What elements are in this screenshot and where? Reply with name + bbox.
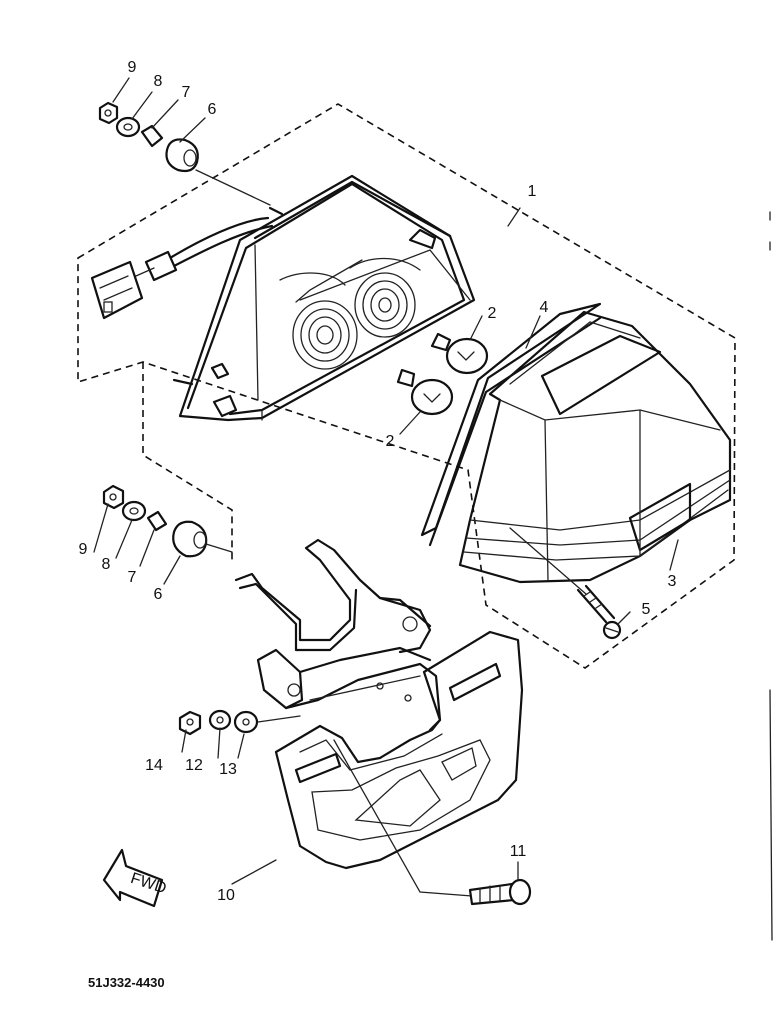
callout-8-upper: 8 xyxy=(154,73,163,90)
callout-14: 14 xyxy=(145,757,163,774)
callout-2-upper: 2 xyxy=(488,305,497,322)
bolt-11 xyxy=(333,739,532,906)
callout-7-lower: 7 xyxy=(128,569,137,586)
tail-light-lens xyxy=(458,310,732,584)
tail-light-base xyxy=(172,174,476,422)
callout-13: 13 xyxy=(219,761,237,778)
callout-6-lower: 6 xyxy=(154,586,163,603)
collar-7-lower xyxy=(146,510,168,532)
collar-7-upper xyxy=(140,124,164,148)
callout-8-lower: 8 xyxy=(102,556,111,573)
nut-14 xyxy=(178,710,202,736)
plate-hardware xyxy=(178,709,301,736)
callout-6-upper: 6 xyxy=(208,101,217,118)
bracket xyxy=(234,538,442,732)
scan-edge-marks xyxy=(769,211,773,941)
callout-4: 4 xyxy=(540,299,549,316)
callout-9-upper: 9 xyxy=(128,59,137,76)
callout-2-lower: 2 xyxy=(386,433,395,450)
mount-group-outline xyxy=(142,362,233,560)
grommet-6-lower xyxy=(172,520,208,558)
lower-hardware-stack xyxy=(102,484,233,558)
callout-10: 10 xyxy=(217,887,235,904)
callout-3: 3 xyxy=(668,573,677,590)
washer-8-lower xyxy=(121,500,147,522)
part-code: 51J332-4430 xyxy=(88,975,165,990)
callout-5: 5 xyxy=(642,601,651,618)
callout-numbers: 9 8 7 6 1 2 2 4 3 5 9 8 7 6 14 12 13 10 … xyxy=(79,59,677,904)
reflector-right xyxy=(354,272,416,338)
reflector-left xyxy=(292,300,358,370)
callout-1: 1 xyxy=(528,183,537,200)
callout-9-lower: 9 xyxy=(79,541,88,558)
wire-harness xyxy=(90,216,274,320)
wire-sleeve xyxy=(144,250,178,282)
fwd-arrow-icon: FWD xyxy=(102,848,168,908)
washer-8-upper xyxy=(115,116,141,138)
bulb-lower xyxy=(396,368,454,416)
upper-hardware-stack xyxy=(98,101,271,206)
license-plate xyxy=(274,630,524,870)
washer-13 xyxy=(233,710,259,734)
callout-leaders xyxy=(93,77,679,885)
bulb-upper xyxy=(430,332,489,375)
assembly-group-outline xyxy=(77,103,736,669)
grommet-6-upper xyxy=(165,138,199,173)
callout-12: 12 xyxy=(185,757,203,774)
callout-11: 11 xyxy=(510,843,527,860)
washer-12 xyxy=(208,709,232,731)
nut-9-upper xyxy=(98,101,119,125)
callout-7-upper: 7 xyxy=(182,84,191,101)
wire-connector xyxy=(90,260,144,320)
fwd-label: FWD xyxy=(128,870,168,897)
nut-9-lower xyxy=(102,484,125,510)
screw-5 xyxy=(509,527,622,640)
